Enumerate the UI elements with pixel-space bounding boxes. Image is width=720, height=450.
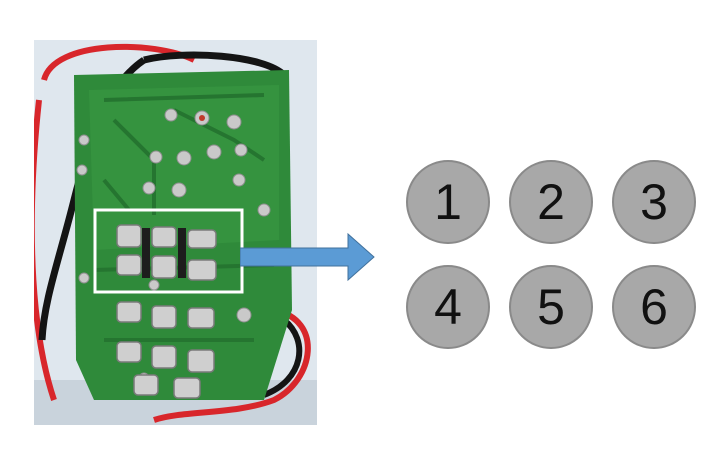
pin-number: 6 bbox=[640, 279, 668, 335]
arrow-icon bbox=[240, 232, 375, 282]
pin-number: 1 bbox=[434, 174, 462, 230]
pin-number: 3 bbox=[640, 174, 668, 230]
pin-number: 2 bbox=[537, 174, 565, 230]
circuit-board-photo bbox=[34, 40, 317, 425]
pin-circle-5: 5 bbox=[509, 265, 593, 349]
pin-circle-1: 1 bbox=[406, 160, 490, 244]
connector-solder-pads bbox=[116, 224, 217, 399]
pcb-highlight bbox=[89, 85, 279, 250]
black-wire-top bbox=[143, 51, 287, 78]
black-wire-bottom bbox=[262, 317, 303, 398]
pin-circle-3: 3 bbox=[612, 160, 696, 244]
red-wire-bottom bbox=[153, 307, 311, 423]
circuit-board-illustration bbox=[34, 40, 317, 425]
solder-points bbox=[76, 108, 271, 384]
red-wire-left bbox=[34, 99, 57, 401]
red-solder-dot bbox=[199, 115, 205, 121]
pin-circle-2: 2 bbox=[509, 160, 593, 244]
pin-circle-4: 4 bbox=[406, 265, 490, 349]
pin-circle-6: 6 bbox=[612, 265, 696, 349]
pin-number: 5 bbox=[537, 279, 565, 335]
pin-number: 4 bbox=[434, 279, 462, 335]
pad-gaps bbox=[142, 228, 186, 278]
